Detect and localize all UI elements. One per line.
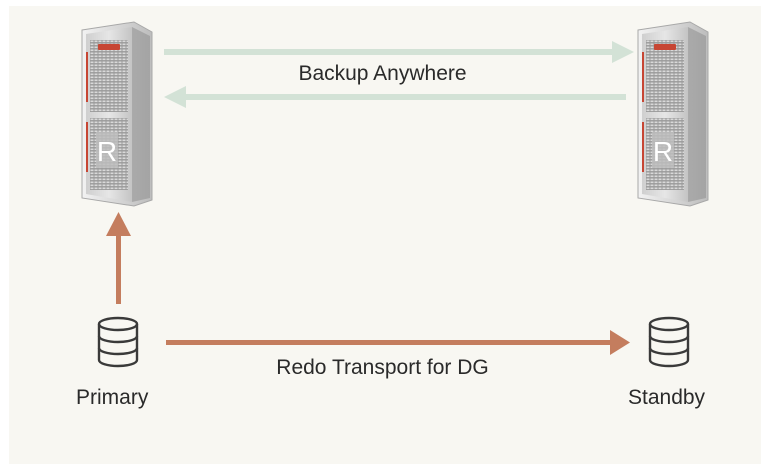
primary-label: Primary xyxy=(76,386,149,409)
server-rack-icon: R xyxy=(81,21,153,207)
database-icon xyxy=(97,316,139,368)
redo-transport-arrow xyxy=(166,330,630,355)
redo-transport-label: Redo Transport for DG xyxy=(276,356,489,379)
upload-arrow xyxy=(106,212,131,304)
backup-arrow-left xyxy=(164,86,626,108)
standby-label: Standby xyxy=(628,386,706,409)
server-rack-icon: R xyxy=(637,21,709,207)
backup-anywhere-label: Backup Anywhere xyxy=(298,62,467,85)
svg-text:R: R xyxy=(97,136,117,167)
svg-text:R: R xyxy=(653,136,673,167)
backup-arrow-right xyxy=(164,41,634,63)
database-icon xyxy=(648,316,690,368)
